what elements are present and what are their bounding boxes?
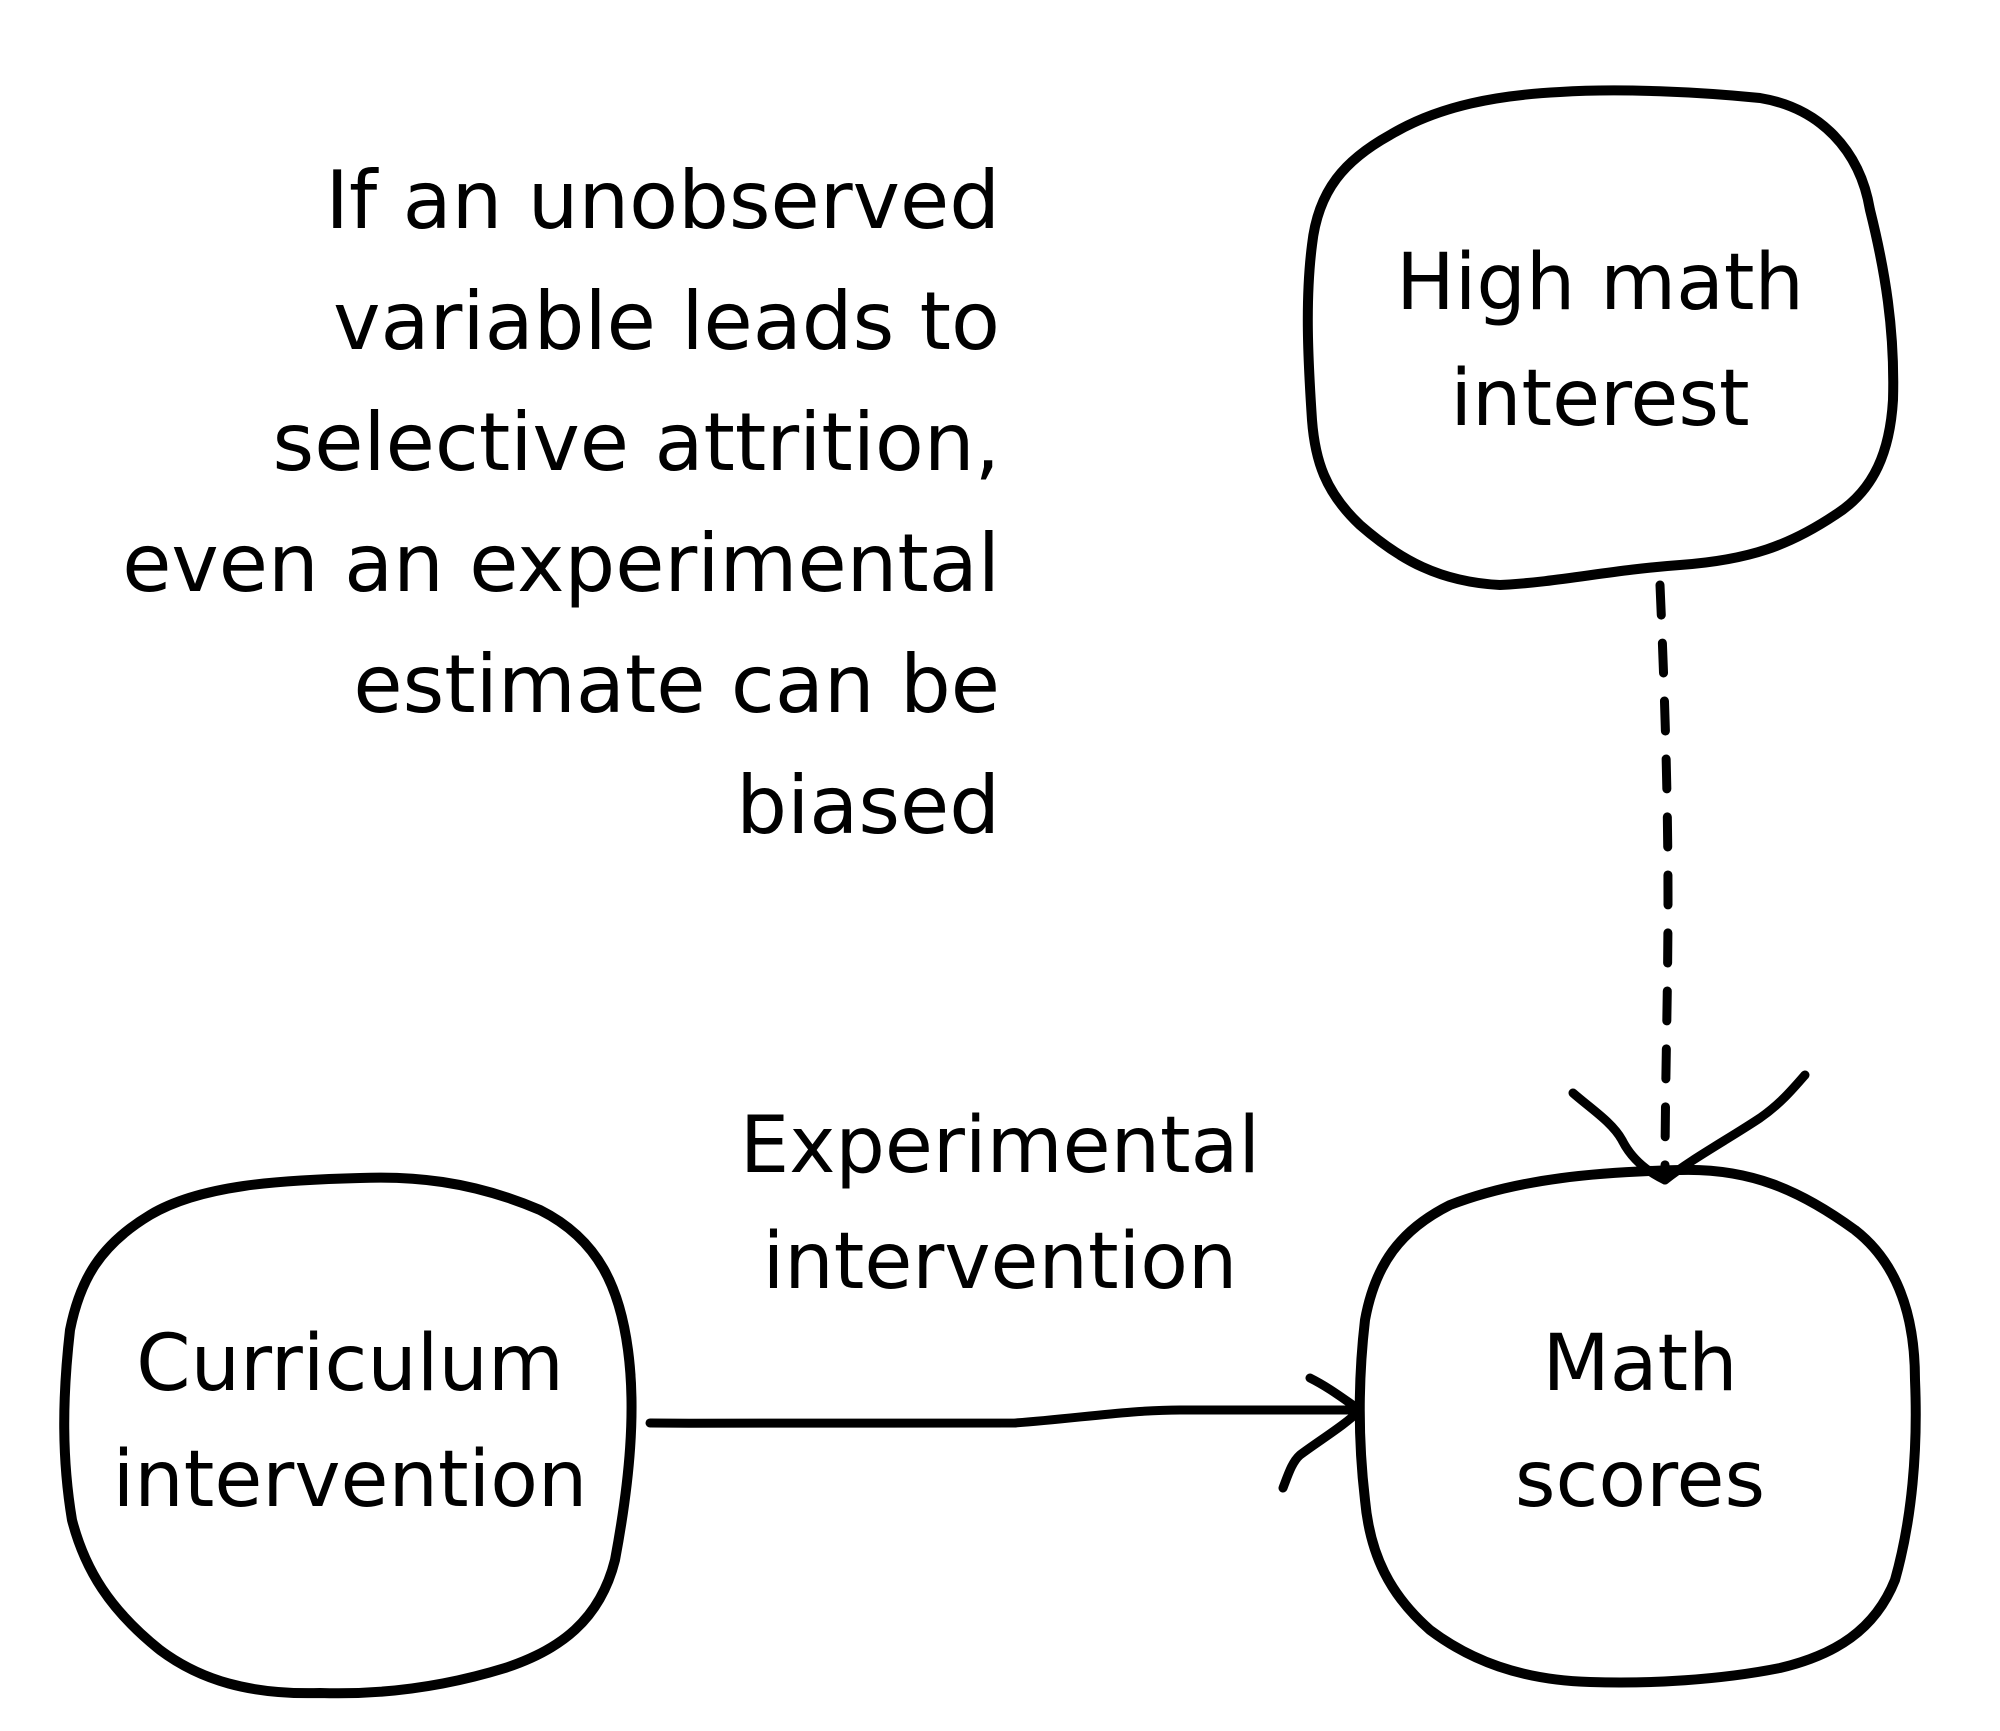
node-math-scores-shape [1354,1164,1921,1688]
node-math-interest-label[interactable]: High math interest [1396,238,1804,444]
annotation-text: If an unobserved variable leads to selec… [122,154,1000,852]
node-curriculum-shape [59,1172,637,1699]
edge-curriculum-to-scores-label: Experimental intervention [739,1101,1261,1307]
node-curriculum-label[interactable]: Curriculum intervention [112,1319,588,1525]
node-math-scores-label[interactable]: Math scores [1514,1319,1766,1525]
edge-interest-to-scores-line[interactable] [1655,580,1673,1185]
node-math-interest-shape [1302,85,1899,590]
edge-interest-to-scores-arrowhead [1568,1070,1810,1185]
edge-curriculum-to-scores-arrowhead [1278,1373,1365,1493]
edge-curriculum-to-scores-line [645,1405,1365,1428]
